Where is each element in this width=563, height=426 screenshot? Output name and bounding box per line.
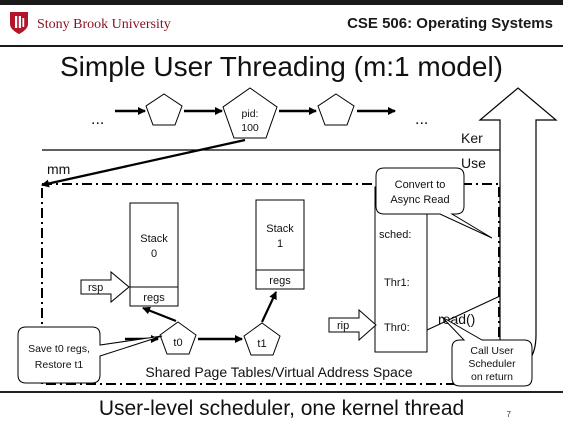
t0-label: t0 [173,337,182,349]
stack1-regs-box [255,269,305,290]
stack0-regs-box [129,286,179,307]
mm-label: mm [47,161,70,177]
stack0-label: Stack [140,233,168,245]
pid-label: pid: [242,108,259,120]
stack1-index: 1 [277,238,283,250]
callout-save-line2: Restore t1 [35,359,84,371]
t0-to-stack0-regs-arrow [142,306,177,323]
thread-t0-node [159,321,197,355]
user-label: Use [461,155,486,171]
kernel-label: Ker [461,130,483,146]
t1-to-stack1-regs-arrow [261,291,277,323]
header-top-bar [0,0,563,5]
address-space-box [41,183,500,385]
rsp-label: rsp [88,282,103,294]
mm-pointer-arrow [41,138,246,188]
ellipsis-left: ... [91,111,104,128]
university-name: Stony Brook University [37,17,171,32]
thr1-label: Thr1: [384,277,410,289]
page-number: 7 [506,410,511,419]
sched-label: sched: [379,229,411,241]
shared-page-tables-label: Shared Page Tables/Virtual Address Space [145,364,412,380]
rip-label: rip [337,320,349,332]
header-divider [0,45,563,47]
callout-call-scheduler [441,316,533,387]
process-node-1 [145,93,183,126]
stack1-regs: regs [269,275,291,287]
thread-t1-node [243,322,281,356]
callout-call-line2: Scheduler [468,358,516,370]
stack1-label: Stack [266,223,294,235]
read-connector [426,295,501,331]
callout-save-line1: Save t0 regs, [28,343,90,355]
stack0-index: 0 [151,248,157,260]
pid-value: 100 [241,122,259,134]
stack0-box [129,202,179,288]
callout-call-line1: Call User [470,345,514,357]
process-node-pid100 [222,87,278,139]
callout-save-restore [17,326,163,384]
slide-footer: User-level scheduler, one kernel thread [98,397,465,420]
footer-divider [0,391,563,393]
thr0-label: Thr0: [384,322,410,334]
callout-call-line3: on return [471,371,513,383]
stack0-regs: regs [143,292,165,304]
syscall-up-arrow [478,87,558,373]
slide-header: Stony Brook University CSE 506: Operatin… [0,0,563,47]
rsp-pointer [80,270,130,304]
process-node-3 [317,93,355,126]
rip-pointer [328,308,377,342]
callout-convert-async [375,167,493,239]
t1-label: t1 [257,338,266,350]
callout-convert-line1: Convert to [395,179,446,191]
slide-title: Simple User Threading (m:1 model) [60,51,503,82]
university-logo-icon [10,12,28,34]
callout-convert-line2: Async Read [390,194,449,206]
course-title: CSE 506: Operating Systems [347,15,553,32]
ellipsis-right: ... [415,111,428,128]
stack1-box [255,199,305,271]
